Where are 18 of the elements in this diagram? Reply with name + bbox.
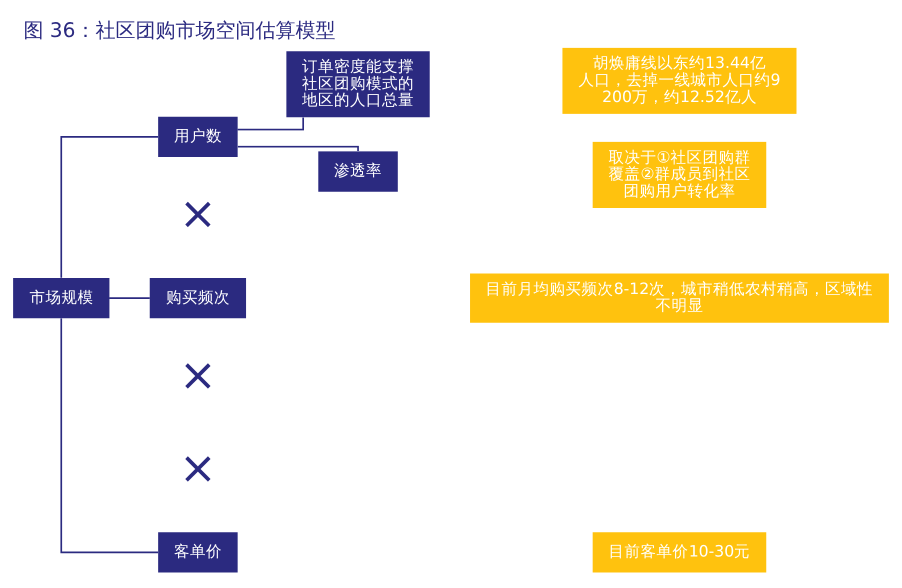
node-box: 用户数	[158, 116, 238, 157]
node-box: 取决于①社区团购群覆盖②群成员到社区团购用户转化率	[592, 141, 766, 208]
connector	[60, 136, 158, 278]
node-box: 渗透率	[318, 150, 398, 192]
node-box: 胡焕庸线以东约13.44亿人口，去掉一线城市人口约9200万，约12.52亿人	[562, 47, 796, 114]
connector	[60, 318, 158, 553]
connector	[109, 296, 150, 298]
node-box: 订单密度能支撑社区团购模式的地区的人口总量	[286, 50, 430, 117]
connector	[238, 145, 359, 151]
label: ×	[179, 186, 217, 240]
node-box: 市场规模	[13, 277, 110, 318]
node-box: 客单价	[158, 532, 238, 572]
node-box: 目前月均购买频次8-12次，城市稍低农村稍高，区域性不明显	[470, 273, 889, 322]
label: ×	[179, 440, 217, 494]
node-box: 目前客单价10-30元	[592, 532, 766, 572]
node-box: 购买频次	[150, 277, 246, 318]
diagram-title: 图 36：社区团购市场空间估算模型	[23, 18, 336, 42]
label: ×	[179, 347, 217, 400]
